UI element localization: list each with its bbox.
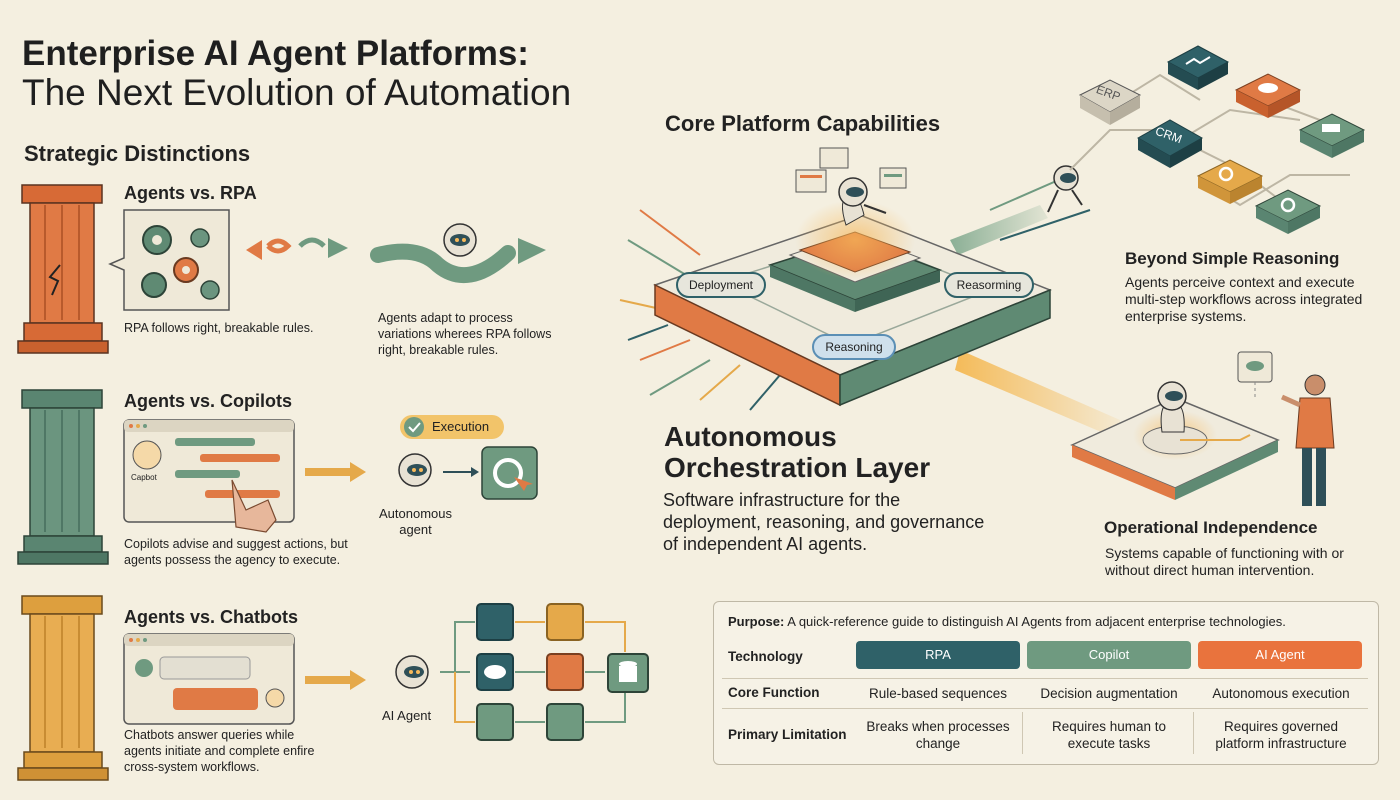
gears-tile [1196,159,1264,204]
comparison-table [713,601,1379,765]
execution-label: Execution [432,419,490,434]
beyond-reasoning-description: Agents perceive context and execute mult… [1125,274,1363,324]
row-label-core-function: Core Function [728,685,820,700]
col-head-copilot: Copilot [1027,641,1191,669]
beyond-reasoning-title: Beyond Simple Reasoning [1125,249,1340,268]
row-label-technology: Technology [728,649,803,664]
copilots-heading: Agents vs. Copilots [124,391,293,411]
table-divider [722,678,1368,679]
cell-core-copilot: Decision augmentation [1040,686,1178,701]
independence-robot-icon [1157,381,1187,433]
chatbots-heading: Agents vs. Chatbots [124,607,299,627]
autonomous-agent-robot-icon [398,446,538,500]
copilot-arrow-icon [305,462,366,482]
copilots-caption: Copilots advise and suggest actions, but… [124,537,348,567]
agent-wave-arrow-icon [370,223,546,284]
orchestration-title: Autonomous Orchestration Layer [664,421,931,483]
purpose-text: A quick-reference guide to distinguish A… [787,614,1286,629]
workflow-diagram [440,603,649,741]
table-divider [1193,712,1194,754]
cloud-monitor-icon [1237,351,1273,397]
rpa-left-caption: RPA follows right, breakable rules. [124,321,314,335]
row-label-primary-limitation: Primary Limitation [728,727,847,742]
execution-badge [400,415,504,439]
platform-circuit-lines [619,174,1091,411]
broken-chain-icon [246,237,348,260]
core-capabilities-heading: Core Platform Capabilities [665,111,941,136]
gear-tile [1254,189,1322,234]
cell-limit-copilot: Requires human to execute tasks [1051,719,1167,751]
pill-reasoning-bottom: Reasoning [812,334,896,360]
cell-core-rpa: Rule-based sequences [868,686,1008,701]
operational-independence-title: Operational Independence [1104,518,1318,537]
pill-reasoning-right: Reasorming [944,272,1034,298]
rpa-right-caption: Agents adapt to process variations where… [378,311,552,357]
chart-tile [1166,45,1230,90]
small-flying-robot-icon [1047,165,1083,213]
chatbot-window-panel [123,633,295,725]
capbot-label: Capbot [131,473,157,482]
purpose-label: Purpose: [728,614,785,629]
cell-limit-agent: Requires governed platform infrastructur… [1215,719,1347,751]
table-divider [722,708,1368,709]
human-operator-icon [1280,374,1335,506]
pill-deployment: Deployment [676,272,766,298]
autonomous-agent-label: Autonomous agent [379,506,452,537]
pillar-green-icon [17,389,109,565]
col-head-rpa: RPA [856,641,1020,669]
cell-core-agent: Autonomous execution [1212,686,1350,701]
strategic-heading: Strategic Distinctions [24,141,251,166]
cell-limit-rpa: Breaks when processes change [866,719,1010,751]
orchestration-description: Software infrastructure for the deployme… [663,490,985,554]
table-divider [1022,712,1023,754]
platform-robot-icon [838,177,887,226]
cloud-tile [1234,73,1302,118]
copilot-window-panel [123,419,295,533]
truck-tile [1298,113,1366,158]
chatbots-caption: Chatbots answer queries while agents ini… [124,728,315,774]
ai-agent-robot-icon [395,655,429,689]
table-purpose: Purpose: A quick-reference guide to dist… [728,614,1286,629]
pillar-gold-icon [17,595,109,781]
independence-platform [1070,397,1280,500]
pillar-orange-icon [17,184,109,354]
col-head-ai-agent: AI Agent [1198,641,1362,669]
page-title-line1: Enterprise AI Agent Platforms: [22,34,529,73]
operational-independence-description: Systems capable of functioning with or w… [1105,545,1344,578]
page-title-line2: The Next Evolution of Automation [22,72,572,113]
platform-base [653,200,1053,407]
ai-agent-label: AI Agent [382,708,432,723]
erp-tile [1078,79,1142,125]
platform-beam-right [950,205,1120,440]
rpa-heading: Agents vs. RPA [124,183,257,203]
chatbot-arrow-icon [305,670,366,690]
crm-tile [1136,119,1204,168]
rpa-gears-panel [108,209,230,311]
floating-screens-icon [795,147,907,193]
